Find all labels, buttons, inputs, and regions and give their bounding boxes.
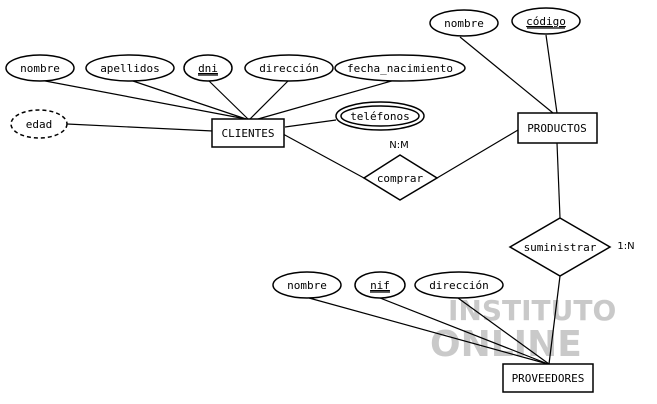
entity-productos: PRODUCTOS bbox=[517, 112, 598, 144]
svg-text:PROVEEDORES: PROVEEDORES bbox=[512, 372, 585, 385]
attribute-productos-nombre: nombre bbox=[429, 9, 499, 37]
watermark-line-2: INSTITUTO bbox=[448, 294, 616, 327]
svg-text:nombre: nombre bbox=[287, 279, 327, 292]
svg-text:edad: edad bbox=[26, 118, 53, 131]
edge-clientes-nombre bbox=[39, 79, 247, 120]
edge-comprar-productos bbox=[436, 129, 519, 179]
edge-clientes-telefonos bbox=[284, 119, 337, 128]
edge-clientes-edad bbox=[66, 123, 214, 132]
entity-proveedores: PROVEEDORES bbox=[502, 363, 594, 393]
svg-text:teléfonos: teléfonos bbox=[350, 110, 410, 123]
attribute-clientes-edad-derived: edad bbox=[10, 109, 68, 139]
attribute-productos-codigo-key: código bbox=[511, 7, 581, 35]
cardinality-suministrar: 1:N bbox=[617, 241, 634, 252]
svg-text:dirección: dirección bbox=[259, 62, 319, 75]
svg-text:fecha_nacimiento: fecha_nacimiento bbox=[347, 62, 453, 75]
svg-text:comprar: comprar bbox=[377, 172, 424, 185]
svg-text:nombre: nombre bbox=[20, 62, 60, 75]
attribute-clientes-telefonos-multivalued: teléfonos bbox=[335, 101, 425, 131]
relationship-suministrar: suministrar bbox=[508, 217, 612, 277]
attribute-clientes-dni-key: dni bbox=[183, 54, 233, 82]
attribute-clientes-direccion: dirección bbox=[244, 54, 334, 82]
svg-text:dirección: dirección bbox=[429, 279, 489, 292]
attribute-proveedores-nif-key: nif bbox=[354, 271, 406, 299]
edge-proveedores-direccion bbox=[457, 297, 550, 365]
attribute-clientes-fecha-nacimiento: fecha_nacimiento bbox=[334, 54, 466, 82]
svg-text:PRODUCTOS: PRODUCTOS bbox=[527, 122, 587, 135]
attribute-clientes-apellidos: apellidos bbox=[85, 54, 175, 82]
svg-text:dni: dni bbox=[198, 62, 218, 75]
edge-clientes-direccion bbox=[249, 79, 290, 120]
edge-clientes-comprar bbox=[282, 133, 365, 179]
watermark-logo: TU INSTITUTO ONLINE bbox=[430, 273, 616, 365]
attribute-proveedores-direccion: dirección bbox=[414, 271, 504, 299]
svg-text:CLIENTES: CLIENTES bbox=[222, 127, 275, 140]
svg-text:apellidos: apellidos bbox=[100, 62, 160, 75]
entity-clientes: CLIENTES bbox=[211, 118, 285, 148]
svg-text:suministrar: suministrar bbox=[524, 241, 597, 254]
edge-productos-codigo bbox=[545, 34, 558, 114]
cardinality-comprar: N:M bbox=[389, 140, 408, 151]
edge-clientes-dni bbox=[207, 79, 249, 120]
attribute-clientes-nombre: nombre bbox=[5, 54, 75, 82]
edge-proveedores-nif bbox=[379, 297, 549, 365]
connector-lines bbox=[39, 34, 561, 365]
edge-clientes-fecha bbox=[257, 79, 396, 120]
edge-proveedores-nombre bbox=[308, 297, 549, 365]
edge-clientes-apellidos bbox=[129, 79, 247, 120]
svg-text:código: código bbox=[526, 15, 566, 28]
edge-suministrar-proveedores bbox=[548, 275, 561, 365]
relationship-comprar: comprar bbox=[362, 154, 439, 201]
attribute-proveedores-nombre: nombre bbox=[272, 271, 342, 299]
svg-text:nif: nif bbox=[370, 279, 390, 292]
svg-text:nombre: nombre bbox=[444, 17, 484, 30]
watermark-line-3: ONLINE bbox=[430, 324, 582, 365]
edge-productos-nombre bbox=[459, 36, 554, 114]
edge-productos-suministrar bbox=[556, 142, 561, 219]
